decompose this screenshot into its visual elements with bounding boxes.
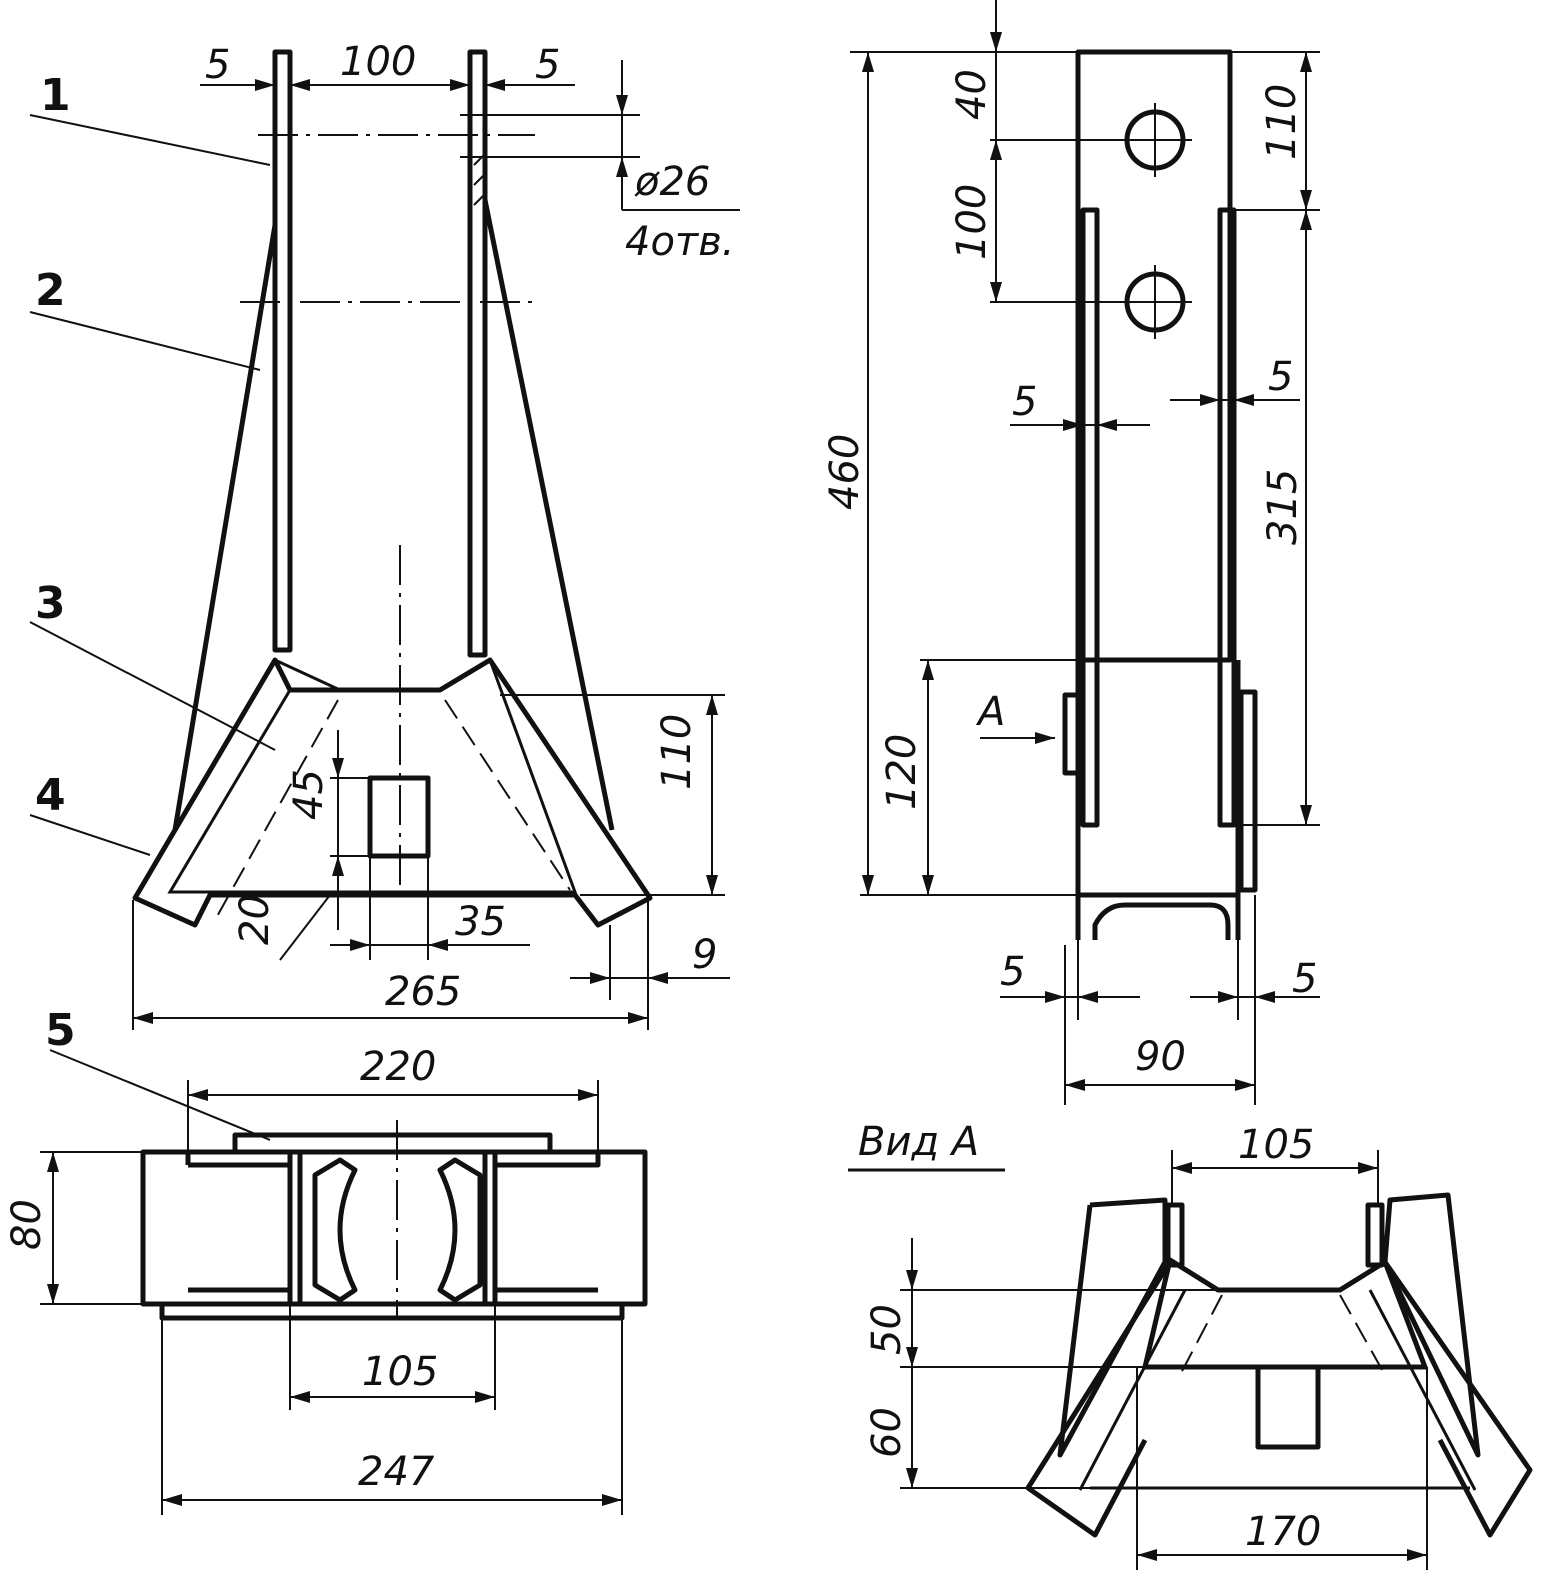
dim-hole: ø26 xyxy=(634,159,710,205)
leader-5 xyxy=(49,1049,271,1141)
hidden-line-right xyxy=(444,699,571,891)
dim-total: 247 xyxy=(358,1449,435,1495)
dim-upright: 315 xyxy=(1260,469,1306,545)
left-plate xyxy=(272,49,293,653)
leader-4 xyxy=(29,814,151,856)
leader-3 xyxy=(29,621,276,751)
side-view: 460 40 100 110 5 5 315 120 A 5 5 90 xyxy=(822,0,1320,1105)
dim-base: 120 xyxy=(879,734,925,810)
view-arrow-label: A xyxy=(975,689,1005,735)
dim-hole-count: 4отв. xyxy=(625,219,735,265)
part-label-1: 1 xyxy=(40,70,71,121)
side-lug-right xyxy=(1238,689,1258,893)
dim-total-h: 460 xyxy=(822,434,868,510)
right-plate xyxy=(467,49,488,658)
top-plate-5 xyxy=(232,1132,553,1155)
leader-1 xyxy=(29,114,271,166)
dim-foot-right: 5 xyxy=(1292,956,1317,1002)
dim-plate: 220 xyxy=(360,1044,436,1090)
dim-gap: 100 xyxy=(340,39,416,85)
top-view: 5 220 80 105 247 xyxy=(4,1005,648,1515)
view-a-left-leg xyxy=(1057,1197,1168,1458)
view-a-slot xyxy=(1255,1364,1321,1450)
view-a-title: Вид A xyxy=(858,1119,979,1165)
dim-base-w: 265 xyxy=(385,969,461,1015)
top-outline xyxy=(140,1149,648,1307)
part-label-5: 5 xyxy=(45,1005,76,1056)
dim-side-plate-right: 5 xyxy=(1268,354,1293,400)
dim-view-a-top: 105 xyxy=(1238,1122,1314,1168)
side-plate-left xyxy=(1080,207,1100,828)
dim-inner: 105 xyxy=(362,1349,438,1395)
dim-plate-left: 5 xyxy=(205,42,230,88)
front-view: 1 2 3 4 5 100 5 ø26 4отв. 110 45 20 35 2… xyxy=(29,39,740,1030)
dim-slot-offset: 20 xyxy=(232,894,278,945)
part-label-2: 2 xyxy=(35,265,66,316)
view-a-right-leg xyxy=(1382,1192,1481,1458)
dim-view-a-upper: 50 xyxy=(864,1304,910,1355)
channel-right xyxy=(437,1157,483,1303)
dim-view-a-bottom: 170 xyxy=(1245,1509,1321,1555)
dim-top-right: 110 xyxy=(1259,84,1305,160)
dim-hole-pitch: 100 xyxy=(949,184,995,260)
part-label-4: 4 xyxy=(35,770,66,821)
dim-base-h: 110 xyxy=(654,714,700,790)
dim-plate-right: 5 xyxy=(535,42,560,88)
dim-slot-w: 35 xyxy=(455,899,506,945)
side-plate-right xyxy=(1217,207,1237,828)
channel-left xyxy=(312,1157,358,1303)
part-label-3: 3 xyxy=(35,578,66,629)
dim-foot-left: 5 xyxy=(1000,949,1025,995)
dim-depth: 80 xyxy=(4,1199,50,1250)
side-channel xyxy=(1092,902,1231,940)
dim-side-plate-left: 5 xyxy=(1012,379,1037,425)
left-gusset xyxy=(172,224,278,831)
dim-width: 90 xyxy=(1135,1034,1186,1080)
dim-view-a-lower: 60 xyxy=(864,1407,910,1458)
dim-slot-h: 45 xyxy=(286,769,332,820)
dim-top: 40 xyxy=(949,69,995,120)
leader-2 xyxy=(29,311,261,371)
right-gusset xyxy=(482,199,615,831)
view-a: Вид A 105 50 60 170 xyxy=(848,1119,1533,1570)
hidden-line-left xyxy=(214,699,339,921)
dim-edge: 9 xyxy=(692,932,717,978)
